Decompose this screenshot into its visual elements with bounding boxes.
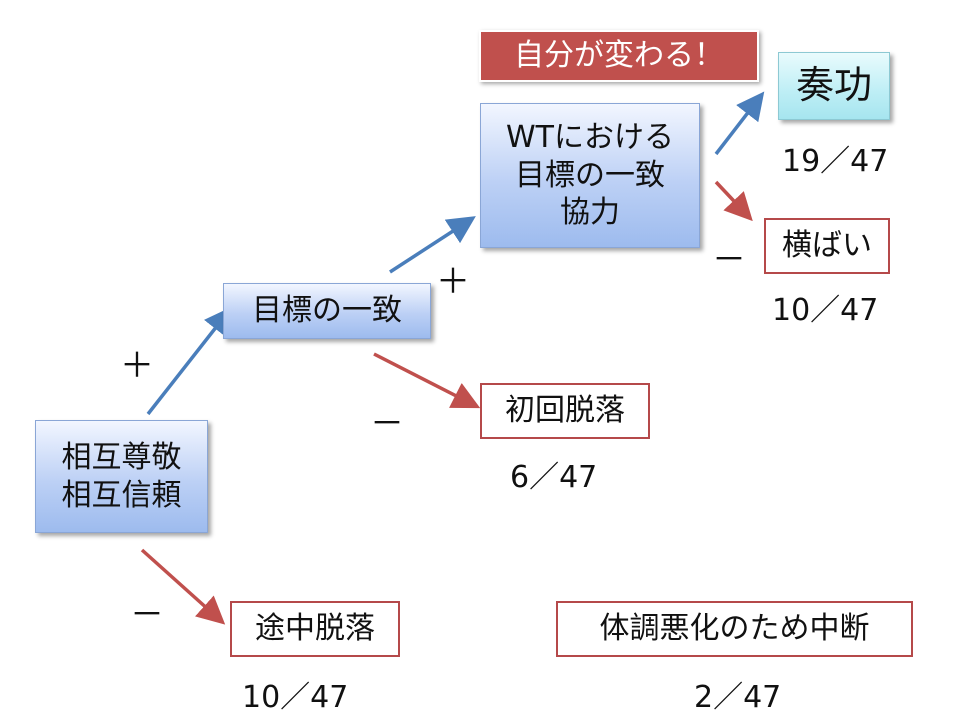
- node-health-stop-label: 体調悪化のため中断: [599, 611, 870, 647]
- count-initial-dropout: 6／47: [510, 460, 598, 495]
- node-goal-agreement: 目標の一致: [223, 283, 431, 339]
- node-success: 奏功: [778, 52, 890, 120]
- node-wt-goal-agreement: WTにおける 目標の一致 協力: [480, 103, 700, 248]
- arrow-goal-to-wt: [389, 216, 476, 274]
- arrow-wt-to-flat: [714, 180, 753, 222]
- node-flat-label: 横ばい: [782, 228, 872, 264]
- node-mid-dropout: 途中脱落: [230, 601, 400, 657]
- node-mutual-line-1: 相互尊敬: [61, 440, 182, 475]
- arrow-goal-to-initial-dropout: [373, 352, 481, 409]
- node-wt-line-2: 目標の一致: [515, 157, 665, 193]
- count-mid-dropout: 10／47: [242, 680, 349, 715]
- minus-sign-mutual-dropout: －: [130, 595, 164, 635]
- node-initial-dropout-label: 初回脱落: [505, 393, 625, 429]
- count-health-stop: 2／47: [694, 680, 782, 715]
- arrow-wt-to-success: [714, 91, 765, 156]
- self-change-banner-text: 自分が変わる！: [514, 38, 724, 74]
- plus-sign-mutual-goal: ＋: [120, 346, 154, 386]
- node-mutual-line-2: 相互信頼: [61, 477, 182, 513]
- node-mid-dropout-label: 途中脱落: [255, 611, 375, 647]
- node-wt-line-3: 協力: [560, 195, 620, 231]
- node-goal-label: 目標の一致: [252, 293, 402, 329]
- node-success-label: 奏功: [795, 63, 872, 108]
- arrow-mutual-to-mid-dropout: [140, 548, 226, 625]
- self-change-banner: 自分が変わる！: [479, 30, 759, 82]
- count-flat: 10／47: [772, 293, 879, 328]
- count-success: 19／47: [782, 144, 889, 179]
- minus-sign-goal-dropout: －: [370, 404, 404, 444]
- node-health-stop: 体調悪化のため中断: [556, 601, 913, 657]
- arrow-mutual-to-goal: [146, 306, 233, 416]
- node-flat: 横ばい: [764, 218, 890, 274]
- node-initial-dropout: 初回脱落: [480, 383, 650, 439]
- node-wt-line-1: WTにおける: [506, 120, 674, 156]
- minus-sign-wt-flat: －: [712, 240, 746, 280]
- plus-sign-goal-wt: ＋: [436, 262, 470, 302]
- node-mutual-respect-trust: 相互尊敬 相互信頼: [35, 420, 208, 533]
